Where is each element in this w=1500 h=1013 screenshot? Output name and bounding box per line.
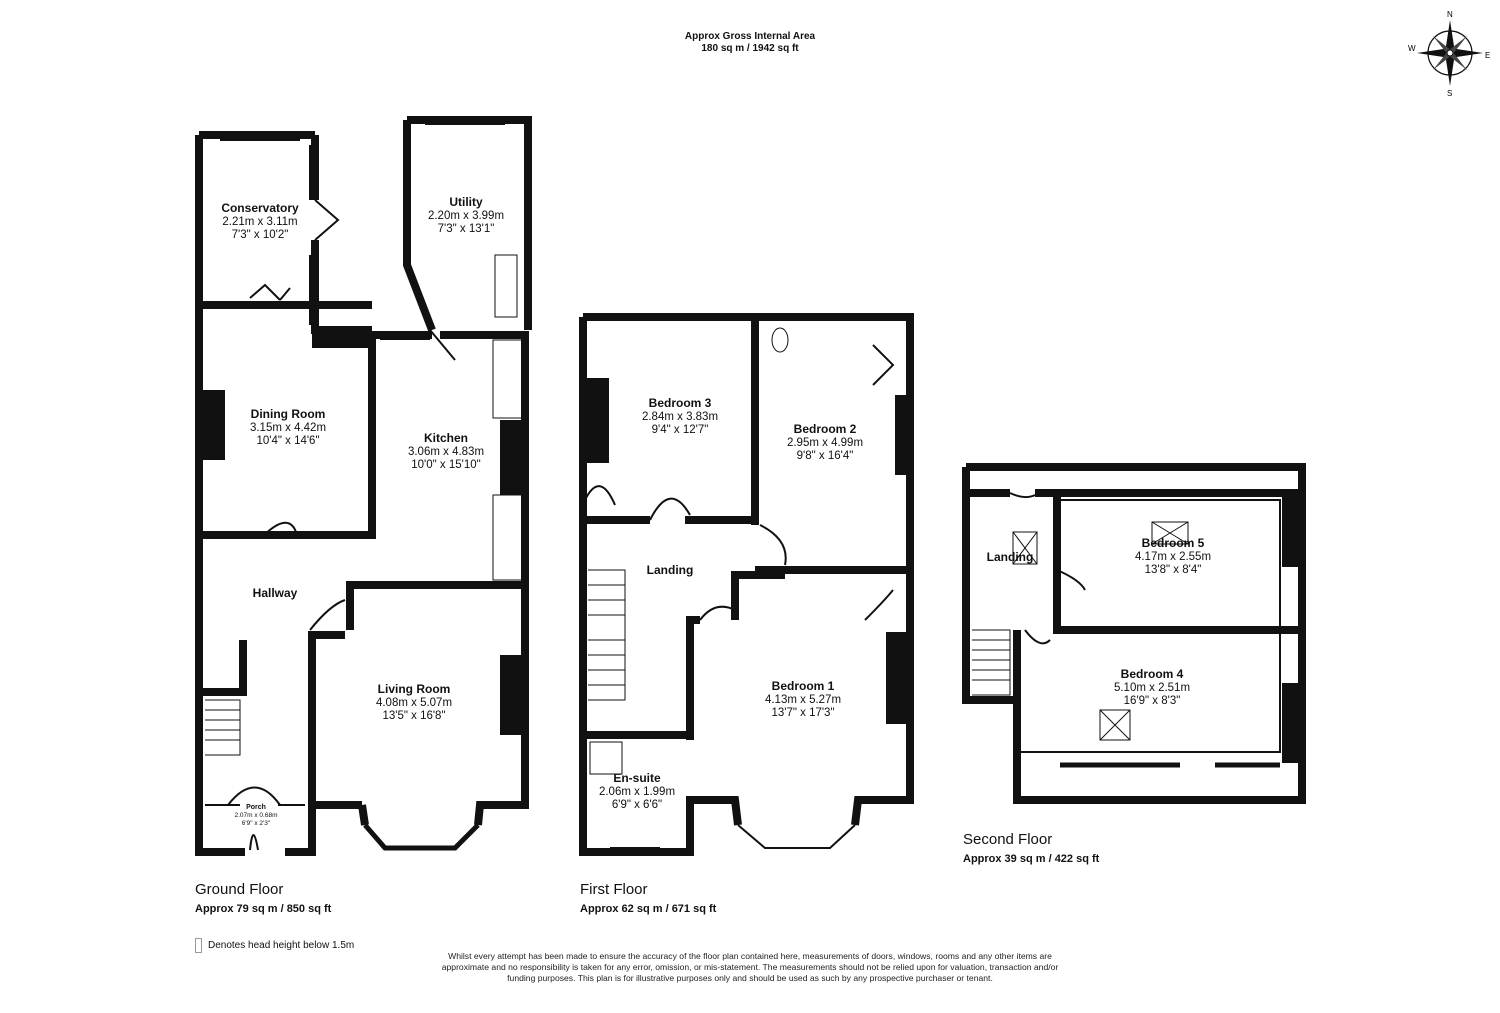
compass-w: W <box>1408 44 1416 53</box>
room-imperial: 13'5" x 16'8" <box>382 710 446 723</box>
room-imperial: 6'9" x 2'3" <box>241 819 271 827</box>
room-name: Conservatory <box>221 201 299 215</box>
compass-e: E <box>1485 51 1490 60</box>
room-imperial: 7'3" x 10'2" <box>231 229 289 242</box>
room-name: Bedroom 5 <box>1141 536 1205 550</box>
room-name: Porch <box>246 804 266 811</box>
room-name: Bedroom 1 <box>771 679 835 693</box>
first-floor-area: Approx 62 sq m / 671 sq ft <box>580 903 717 915</box>
gross-area-header: Approx Gross Internal Area 180 sq m / 19… <box>685 31 815 55</box>
room-metric: 3.15m x 4.42m <box>249 421 327 434</box>
room-bedroom-5: Bedroom 5 4.17m x 2.55m 13'8" x 8'4" <box>1134 536 1212 577</box>
room-name: Landing <box>986 550 1034 564</box>
disclaimer: Whilst every attempt has been made to en… <box>441 951 1059 983</box>
ground-floor-walls <box>195 116 532 856</box>
ground-floor-area: Approx 79 sq m / 850 sq ft <box>195 903 332 915</box>
first-floor-windows <box>584 319 895 849</box>
room-metric: 2.95m x 4.99m <box>786 436 864 449</box>
compass-rose-icon: N E S W <box>1408 10 1490 98</box>
chimney-breasts <box>203 330 1300 763</box>
room-bedroom-3: Bedroom 3 2.84m x 3.83m 9'4" x 12'7" <box>641 396 719 437</box>
room-bedroom-2: Bedroom 2 2.95m x 4.99m 9'8" x 16'4" <box>786 422 864 463</box>
legend-text: Denotes head height below 1.5m <box>208 940 355 951</box>
second-floor-area: Approx 39 sq m / 422 sq ft <box>963 853 1100 865</box>
room-metric: 2.84m x 3.83m <box>641 410 719 423</box>
first-floor-walls <box>579 313 914 856</box>
room-hallway: Hallway <box>252 586 298 601</box>
room-imperial: 9'8" x 16'4" <box>796 450 854 463</box>
room-name: Bedroom 4 <box>1120 667 1184 681</box>
head-height-swatch <box>195 938 202 953</box>
second-floor-walls <box>962 463 1306 804</box>
room-imperial: 9'4" x 12'7" <box>651 424 709 437</box>
room-imperial: 10'4" x 14'6" <box>256 435 320 448</box>
room-metric: 2.07m x 0.68m <box>234 812 278 820</box>
room-imperial: 10'0" x 15'10" <box>411 459 481 472</box>
room-name: Utility <box>449 195 483 209</box>
room-kitchen: Kitchen 3.06m x 4.83m 10'0" x 15'10" <box>407 431 485 472</box>
room-en-suite: En-suite 2.06m x 1.99m 6'9" x 6'6" <box>598 771 676 812</box>
head-height-legend: Denotes head height below 1.5m <box>195 938 354 953</box>
room-metric: 4.08m x 5.07m <box>375 696 453 709</box>
second-floor-title: Second Floor <box>963 831 1053 848</box>
room-name: Dining Room <box>250 407 326 421</box>
second-floor-details <box>972 492 1281 768</box>
room-imperial: 16'9" x 8'3" <box>1123 695 1181 708</box>
gross-area-value: 180 sq m / 1942 sq ft <box>701 43 799 54</box>
room-metric: 2.21m x 3.11m <box>222 215 298 228</box>
room-metric: 5.10m x 2.51m <box>1113 681 1191 694</box>
room-name: Hallway <box>252 586 298 600</box>
room-name: Bedroom 3 <box>648 396 712 410</box>
gross-area-title: Approx Gross Internal Area <box>684 31 816 42</box>
room-imperial: 13'8" x 8'4" <box>1144 564 1202 577</box>
first-floor-title: First Floor <box>580 881 648 898</box>
room-utility: Utility 2.20m x 3.99m 7'3" x 13'1" <box>427 195 505 236</box>
room-name: En-suite <box>613 771 661 785</box>
room-conservatory: Conservatory 2.21m x 3.11m 7'3" x 10'2" <box>221 201 299 242</box>
room-metric: 2.06m x 1.99m <box>598 785 676 798</box>
room-metric: 3.06m x 4.83m <box>407 445 485 458</box>
room-landing-first: Landing <box>646 563 694 578</box>
room-porch: Porch 2.07m x 0.68m 6'9" x 2'3" <box>235 804 278 827</box>
room-name: Bedroom 2 <box>793 422 857 436</box>
room-metric: 4.13m x 5.27m <box>764 693 842 706</box>
room-landing-second: Landing <box>986 550 1034 565</box>
room-imperial: 13'7" x 17'3" <box>771 707 835 720</box>
room-imperial: 6'9" x 6'6" <box>611 799 663 812</box>
room-imperial: 7'3" x 13'1" <box>437 223 495 236</box>
first-floor-stairs <box>588 327 789 775</box>
room-dining-room: Dining Room 3.15m x 4.42m 10'4" x 14'6" <box>249 407 327 448</box>
ground-floor-title: Ground Floor <box>195 881 284 898</box>
compass-n: N <box>1447 10 1453 19</box>
compass-s: S <box>1447 89 1452 98</box>
room-name: Landing <box>646 563 694 577</box>
room-metric: 2.20m x 3.99m <box>427 209 505 222</box>
room-bedroom-1: Bedroom 1 4.13m x 5.27m 13'7" x 17'3" <box>764 679 842 720</box>
room-name: Kitchen <box>423 431 469 445</box>
room-living-room: Living Room 4.08m x 5.07m 13'5" x 16'8" <box>375 682 453 723</box>
room-bedroom-4: Bedroom 4 5.10m x 2.51m 16'9" x 8'3" <box>1113 667 1191 708</box>
room-name: Living Room <box>377 682 451 696</box>
ground-floor-windows <box>205 123 505 851</box>
room-metric: 4.17m x 2.55m <box>1134 550 1212 563</box>
